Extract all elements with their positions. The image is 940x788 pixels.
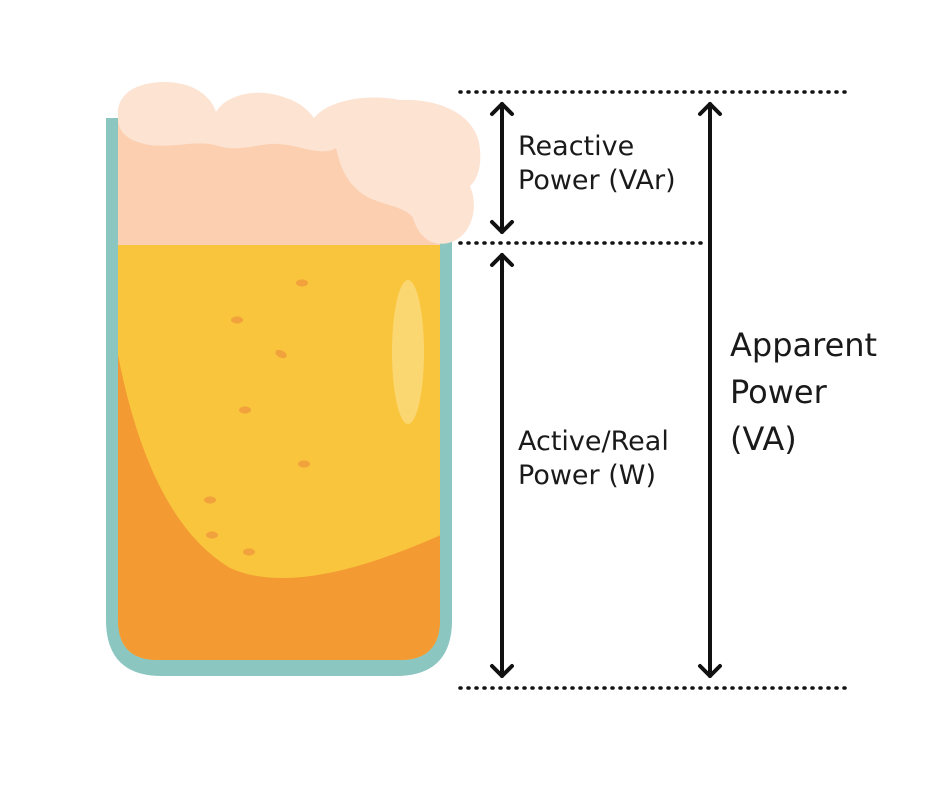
glass-highlight — [392, 280, 424, 424]
arrows — [490, 102, 722, 678]
apparent-power-line1: Apparent — [730, 326, 878, 364]
bubble — [239, 406, 251, 414]
bubble — [298, 460, 310, 468]
bubble — [204, 496, 216, 504]
active-power-line1: Active/Real — [518, 426, 669, 457]
apparent-power-line2: Power — [730, 373, 827, 412]
bubble — [275, 349, 287, 359]
foam-top — [117, 82, 481, 244]
bubble — [206, 531, 218, 539]
active-power-label: Active/Real Power (W) — [518, 425, 669, 493]
bubble — [231, 316, 243, 324]
apparent-power-label: Apparent Power (VA) — [730, 322, 877, 463]
active-power-line2: Power (W) — [518, 459, 656, 491]
beer-dark-wave — [118, 355, 440, 660]
apparent-power-line3: (VA) — [730, 420, 797, 459]
apparent-arrow — [698, 102, 722, 678]
reactive-arrow — [490, 102, 514, 234]
bubble — [243, 548, 255, 556]
active-arrow — [490, 253, 514, 678]
bubble — [296, 279, 308, 287]
reactive-power-line1: Reactive — [518, 131, 635, 162]
reactive-power-label: Reactive Power (VAr) — [518, 130, 676, 198]
reference-lines — [458, 90, 854, 690]
bubbles — [204, 279, 310, 556]
reactive-power-line2: Power (VAr) — [518, 164, 676, 196]
